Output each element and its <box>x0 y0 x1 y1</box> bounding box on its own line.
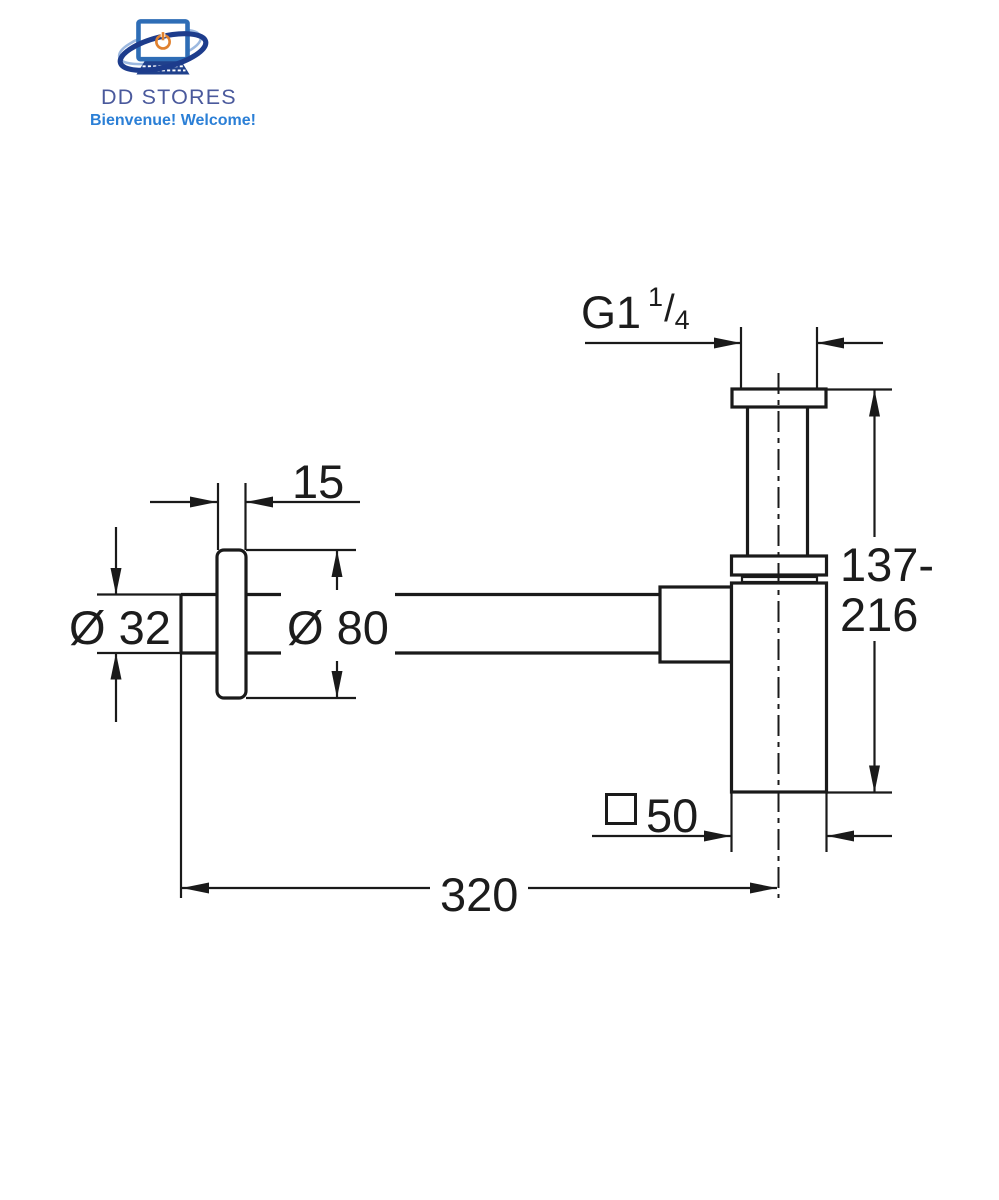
body-square-label: 50 <box>646 789 699 842</box>
rosette-depth-label: 15 <box>292 455 345 508</box>
arrow-sq-left <box>704 830 731 842</box>
height-range-line2: 216 <box>840 588 919 641</box>
rosette-diameter-label: Ø 80 <box>281 590 395 661</box>
total-length-label: 320 <box>436 871 523 918</box>
brand-tagline: Bienvenue! Welcome! <box>90 112 256 129</box>
arrow-g-right <box>817 337 844 349</box>
square-section-symbol-icon <box>605 793 637 825</box>
height-range-line1: 137- <box>840 538 935 591</box>
arrow-g-left <box>714 337 741 349</box>
arrow-sq-right <box>827 830 854 842</box>
dd-stores-logo-icon <box>117 19 209 75</box>
height-range-label: 137- 216 <box>840 538 935 641</box>
arrow-320-right <box>750 882 777 894</box>
pipe-diameter-label: Ø 32 <box>69 601 171 654</box>
arrow-80-top <box>331 550 343 577</box>
arrow-h-top <box>869 389 880 417</box>
thread-fraction-slash: / <box>664 288 675 330</box>
dimension-arrows <box>110 337 880 894</box>
arrow-32-top <box>110 568 122 595</box>
riser-tube <box>745 407 810 556</box>
thread-fraction-numerator: 1 <box>648 282 664 312</box>
thread-size-label: G1 1 / 4 <box>581 284 690 338</box>
arrow-80-bottom <box>331 671 343 698</box>
brand-name: DD STORES <box>101 85 237 109</box>
thread-stub <box>739 327 819 389</box>
arrow-15-left <box>190 496 217 508</box>
wall-rosette <box>215 548 248 700</box>
inlet-connector <box>658 585 734 664</box>
horizontal-pipe <box>179 592 660 655</box>
arrow-15-right <box>246 496 273 508</box>
arrow-320-left <box>182 882 209 894</box>
thread-prefix: G1 <box>581 287 642 338</box>
arrow-h-bottom <box>869 765 880 793</box>
thread-fraction-denominator: 4 <box>674 305 690 335</box>
arrow-32-bottom <box>110 653 122 680</box>
